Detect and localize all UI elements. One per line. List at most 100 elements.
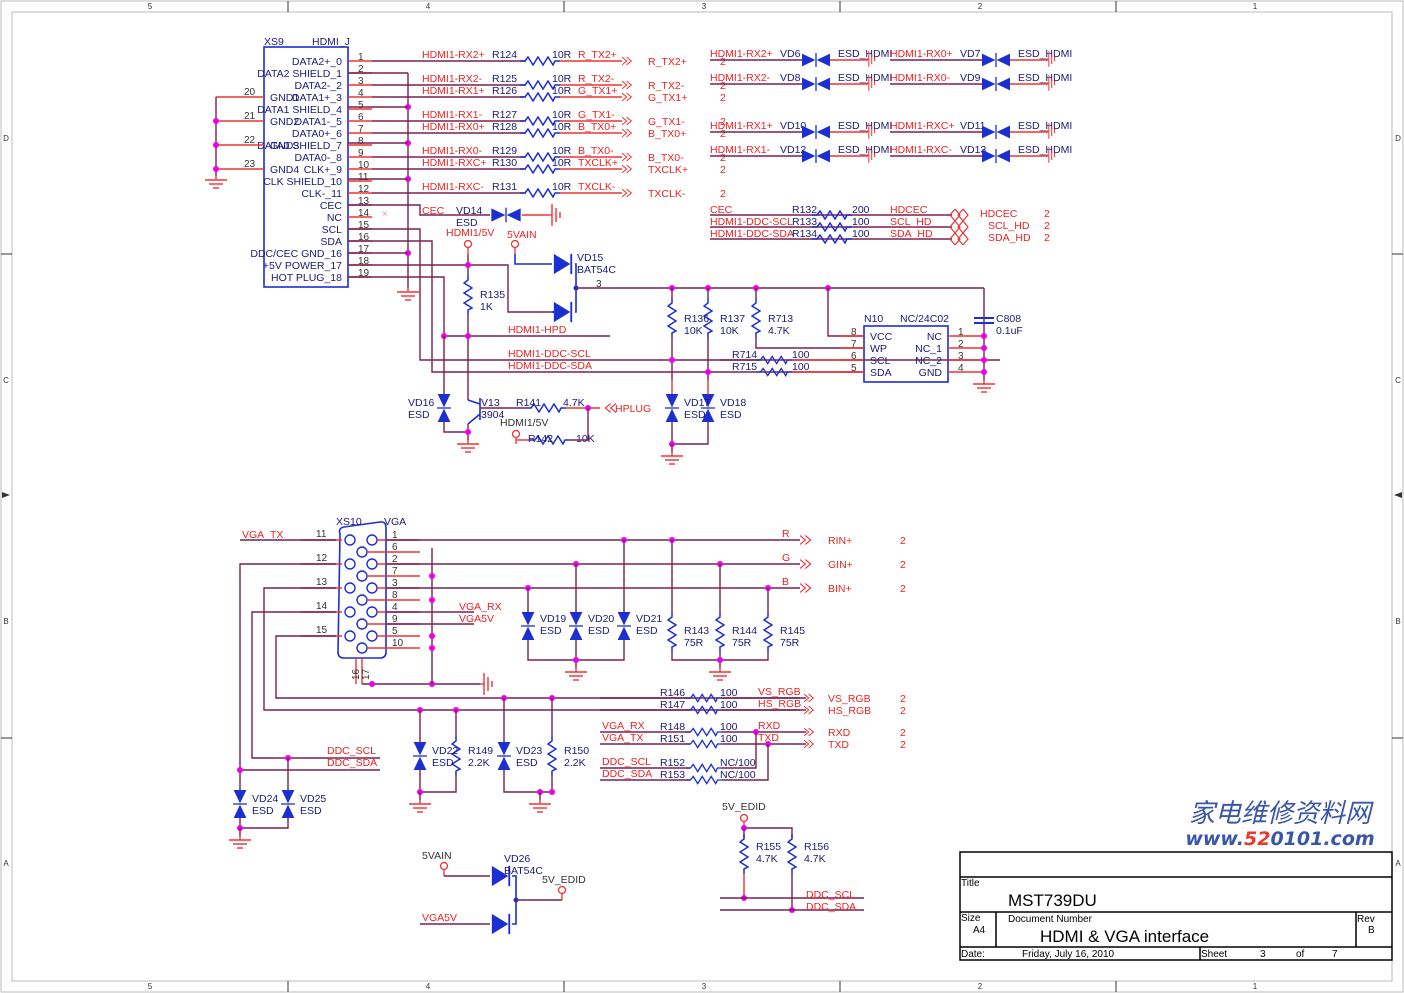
port-label: HDCEC [980,208,1018,220]
docnum-label: Document Number [1008,914,1093,925]
component-ref: R128 [492,121,517,133]
pin-name: DATA2-_2 [295,80,343,92]
pin-socket-icon [344,534,356,546]
component-value: 1K [480,301,493,313]
port-label: BIN+ [828,583,852,595]
connector-part: VGA [384,516,406,528]
connector-part: HDMI_J [312,36,350,48]
tvs-diode-icon [280,790,296,818]
component-ref: R145 [780,625,805,637]
net-label: TXD [758,732,779,744]
component-value: ESD [636,625,658,637]
component-value: ESD [456,217,478,229]
pin-number: 14 [316,601,328,612]
component-ref: R156 [804,841,829,853]
net-label: VGA5V [459,613,494,625]
port-label: SCL_HD [988,220,1030,232]
component-ref: R131 [492,181,517,193]
row-label: A [3,859,9,868]
component-value: 4.7K [768,325,790,337]
component-value: 100 [852,216,870,228]
component-value: ESD [516,757,538,769]
bidirectional-port-icon [950,233,969,245]
component-ref: R136 [684,313,709,325]
pin-number: 1 [392,530,398,541]
component-value: 100 [720,699,738,711]
resistor-icon [667,612,677,652]
output-port-icon [800,534,812,546]
component-ref: VD25 [300,793,326,805]
edid-power-section: 5VAIN 5V_EDID VD26 BAT54C VGA5V 5V_EDID … [420,801,864,936]
title-label: Title [961,878,980,889]
tvs-diode-icon [520,612,536,640]
component-value: 4.7K [804,853,826,865]
net-label: VGA_RX [459,601,502,613]
net-label: HDMI1-RXC- [422,181,484,193]
pin-number: 14 [358,208,370,219]
sheet-ref: 2 [1044,220,1050,232]
component-ref: VD22 [432,745,458,757]
title-block: Title MST739DU Size A4 Document Number H… [959,851,1393,961]
pin-name: HOT PLUG_18 [271,272,342,284]
component-ref: VD23 [516,745,542,757]
port-label: B_TX0- [648,152,684,164]
hdmi-hotplug-section: HDMI1-HPD HDMI1-DDC-SCL HDMI1-DDC-SDA HD… [348,227,1000,453]
component-ref: VD16 [408,397,434,409]
component-ref: VD7 [960,48,981,60]
component-ref: R146 [660,687,685,699]
pin-name: DATA0 SHIELD_7 [257,140,342,152]
col-label: 1 [1253,982,1258,991]
net-label: DDC_SDA [806,901,856,913]
component-value: 10K [720,325,739,337]
pin-name: CLK SHIELD_10 [263,176,342,188]
pin-socket-icon [344,582,356,594]
pin-name: DATA1-_5 [295,116,343,128]
of-label: of [1296,949,1305,960]
diode-icon [490,912,511,936]
net-label: VGA5V [422,912,457,924]
component-ref: R143 [684,625,709,637]
net-label: VGA_TX [602,732,643,744]
net-label: G_TX1+ [578,85,617,97]
pin-name: SDA [870,367,892,379]
component-value: 100 [792,361,810,373]
pin-number: 4 [958,363,964,374]
pin-name: DATA1 SHIELD_4 [257,104,342,116]
pin-number: 2 [392,554,398,565]
net-label: SCL_HD [890,216,932,228]
net-label: DDC_SCL [806,889,855,901]
net-label: HDMI1-RXC+ [890,120,954,132]
component-value: 75R [732,637,752,649]
component-value: ESD_HDMI [1018,48,1072,60]
power-port-icon [510,240,520,254]
pin-socket-icon [366,606,378,618]
pin-number: 3 [392,578,398,589]
port-label: B_TX0+ [648,128,686,140]
net-label: HDMI1-RX1+ [710,120,773,132]
component-value: 10R [552,49,572,61]
port-label: SDA_HD [988,232,1031,244]
port-label: HPLUG [615,403,651,415]
port-label: TXD [828,739,849,751]
ground-icon [972,380,996,393]
component-ref: R126 [492,85,517,97]
tvs-diode-icon [232,790,248,818]
component-ref: R147 [660,699,685,711]
ground-icon [660,452,684,465]
size-value: A4 [973,925,986,936]
net-label: B_TX0+ [578,121,616,133]
component-ref: R144 [732,625,757,637]
pin-name: NC [327,212,343,224]
row-label: D [3,134,9,143]
